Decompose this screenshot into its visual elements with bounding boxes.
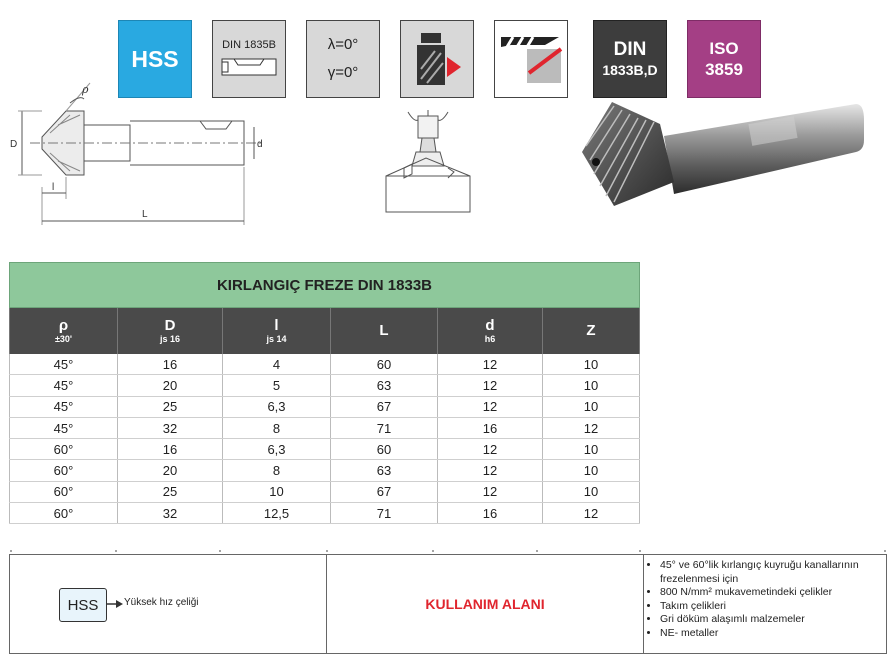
- din1835b-label: DIN 1835B: [222, 39, 276, 51]
- D-label: D: [10, 139, 17, 150]
- lambda-angle: λ=0°: [327, 36, 359, 53]
- list-item: 45° ve 60°lik kırlangıç kuyruğu kanallar…: [660, 559, 886, 586]
- list-item: NE- metaller: [660, 627, 886, 641]
- cutting-icon-badge: [494, 20, 568, 98]
- cutting-stripes-icon: [501, 36, 563, 83]
- material-legend: HSS Yüksek hız çeliği: [10, 555, 327, 653]
- din1835b-badge: DIN 1835B: [212, 20, 286, 98]
- hss-legend-label: Yüksek hız çeliği: [124, 597, 199, 608]
- col-rho: ρ±30': [9, 308, 118, 354]
- table-title: KIRLANGIÇ FREZE DIN 1833B: [9, 262, 640, 308]
- gamma-angle: γ=0°: [327, 64, 359, 81]
- col-L: L: [330, 308, 438, 354]
- iso-bottom: 3859: [705, 60, 743, 79]
- material-block-icon: [417, 33, 461, 85]
- shank-icon: [221, 58, 277, 76]
- angles-badge: λ=0° γ=0°: [306, 20, 380, 98]
- tool-dimension-drawing: ρ D l L d: [10, 82, 263, 225]
- l-label: l: [52, 182, 54, 193]
- col-Z: Z: [542, 308, 640, 354]
- dovetail-cutter-photo: [582, 102, 864, 206]
- d-label: d: [257, 139, 263, 150]
- hss-badge: HSS: [118, 20, 192, 98]
- material-icon-badge: [400, 20, 474, 98]
- usage-title: KULLANIM ALANI: [327, 555, 644, 653]
- iso-badge: ISO 3859: [687, 20, 761, 98]
- list-item: Gri döküm alaşımlı malzemeler: [660, 613, 886, 627]
- dotted-separator: [10, 550, 886, 552]
- usage-list: 45° ve 60°lik kırlangıç kuyruğu kanallar…: [644, 555, 886, 657]
- rho-label: ρ: [81, 83, 89, 96]
- din-bottom: 1833B,D: [602, 62, 658, 78]
- list-item: Takım çelikleri: [660, 600, 886, 614]
- list-item: 800 N/mm² mukavemetindeki çelikler: [660, 586, 886, 600]
- hss-legend-box: HSS: [59, 588, 107, 622]
- arrow-right-icon: [106, 600, 123, 608]
- din-top: DIN: [613, 39, 647, 60]
- application-sketch: [385, 110, 471, 213]
- L-label: L: [142, 209, 148, 220]
- din-1833-badge: DIN 1833B,D: [593, 20, 667, 98]
- info-panel: HSS Yüksek hız çeliği KULLANIM ALANI 45°…: [9, 554, 887, 654]
- iso-top: ISO: [709, 39, 739, 58]
